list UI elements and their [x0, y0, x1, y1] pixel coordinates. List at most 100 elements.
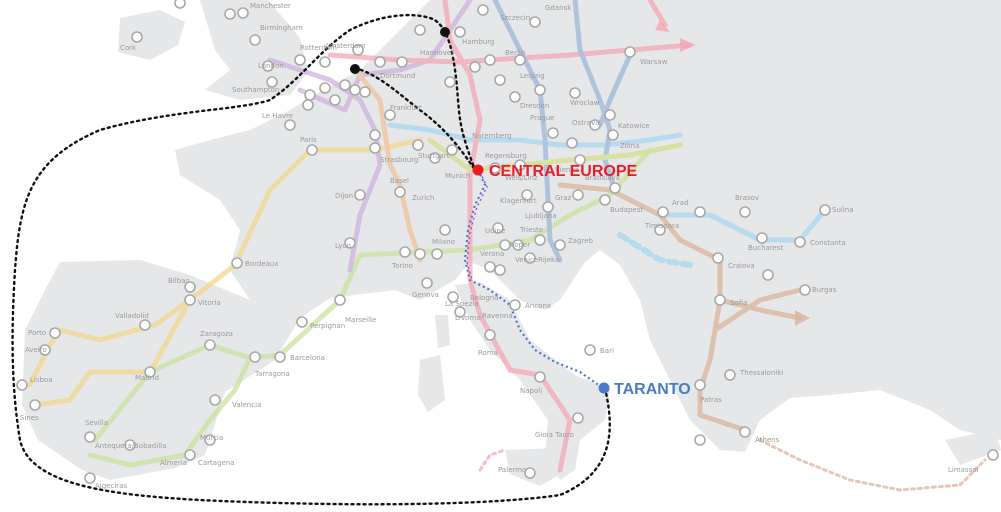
arrow-pink-top [655, 20, 670, 32]
node [547, 127, 559, 139]
land-cyprus [945, 430, 1001, 465]
node [694, 206, 706, 218]
city-label: Gdansk [545, 4, 572, 12]
city-label: Zurich [412, 194, 434, 202]
node [374, 56, 386, 68]
node [454, 306, 466, 318]
node [204, 434, 216, 446]
node [349, 84, 361, 96]
node [694, 379, 706, 391]
node [739, 426, 751, 438]
node [384, 109, 396, 121]
city-label: Sines [20, 414, 39, 422]
node [534, 234, 546, 246]
node [987, 449, 999, 461]
node [469, 61, 481, 73]
city-label: Stuttgart [418, 152, 450, 160]
node [514, 159, 526, 171]
city-label: Munich [445, 172, 470, 180]
city-label: Ravenna [482, 312, 513, 320]
city-label: Hannover [420, 49, 454, 57]
city-label: Aveiro [25, 346, 47, 354]
city-label: Napoli [520, 387, 542, 395]
city-label: Le Havre [262, 112, 293, 120]
node [414, 248, 426, 260]
city-label: Sevilla [85, 419, 108, 427]
node [329, 94, 341, 106]
city-label: Bordeaux [245, 260, 278, 268]
city-label: Thessaloniki [739, 369, 783, 377]
node [139, 319, 151, 331]
node [654, 224, 666, 236]
city-label: Zaragoza [200, 330, 233, 338]
city-label: Gioia Tauro [535, 431, 574, 439]
city-label: Katowice [618, 122, 650, 130]
city-label: Bucharest [748, 244, 783, 252]
node [589, 119, 601, 131]
node [492, 222, 504, 234]
city-label: Trieste [519, 226, 543, 234]
junction-layer [350, 27, 450, 74]
node [274, 351, 286, 363]
node [249, 34, 261, 46]
city-label: Almeria [160, 459, 187, 467]
city-label: Rotterdam [300, 44, 337, 52]
city-label: Strasbourg [380, 156, 418, 164]
city-label: Porto [28, 329, 46, 337]
central-europe-label: CENTRAL EUROPE [489, 163, 637, 180]
city-label: Genova [412, 291, 439, 299]
city-label: Verona [480, 250, 504, 258]
corridor-purple-north [267, 57, 383, 273]
city-label: Hamburg [462, 38, 494, 46]
node [302, 99, 314, 111]
node [609, 182, 621, 194]
corridor-blue-light [387, 122, 683, 148]
node [124, 439, 136, 451]
land-ireland [118, 10, 185, 60]
city-label: Basel [390, 177, 409, 185]
city-label-layer: Cork Manchester Birmingham London Southa… [20, 2, 979, 490]
node [39, 344, 51, 356]
corridor-purple-east [297, 0, 473, 113]
node [724, 369, 736, 381]
node [294, 54, 306, 66]
city-label: Murcia [200, 434, 223, 442]
arrow-warsaw [680, 38, 696, 52]
city-label: Wroclaw [570, 99, 600, 107]
corridor-pink-nordic [647, 0, 668, 28]
city-label: Frankfurt [390, 104, 422, 112]
node [262, 60, 274, 72]
city-label: Athens [755, 436, 780, 444]
node [369, 142, 381, 154]
node [739, 206, 751, 218]
city-label: Bratislava [585, 174, 620, 182]
corridor-brown-north [712, 287, 803, 333]
city-label: Lyon [335, 242, 351, 250]
node [554, 239, 566, 251]
node [369, 129, 381, 141]
corridor-green-south [87, 355, 253, 468]
node [477, 4, 489, 16]
node [484, 329, 496, 341]
city-label: Antequera/Bobadilla [95, 442, 166, 450]
city-label: Barcelona [290, 354, 325, 362]
node [529, 16, 541, 28]
city-label: Roma [478, 349, 498, 357]
taranto-marker [598, 382, 610, 394]
node [429, 152, 441, 164]
city-label: Venice [515, 256, 538, 264]
node [624, 46, 636, 58]
node [524, 467, 536, 479]
city-label: Warsaw [640, 58, 668, 66]
city-label: Madrid [135, 374, 159, 382]
node [566, 137, 578, 149]
city-label: Algeciras [95, 482, 127, 490]
node [306, 144, 318, 156]
node [84, 431, 96, 443]
node [84, 472, 96, 484]
city-label: Southampton [232, 86, 279, 94]
node [284, 119, 296, 131]
city-label: Bologna [470, 294, 498, 302]
corridor-yellow-south [32, 297, 193, 408]
node [524, 252, 536, 264]
